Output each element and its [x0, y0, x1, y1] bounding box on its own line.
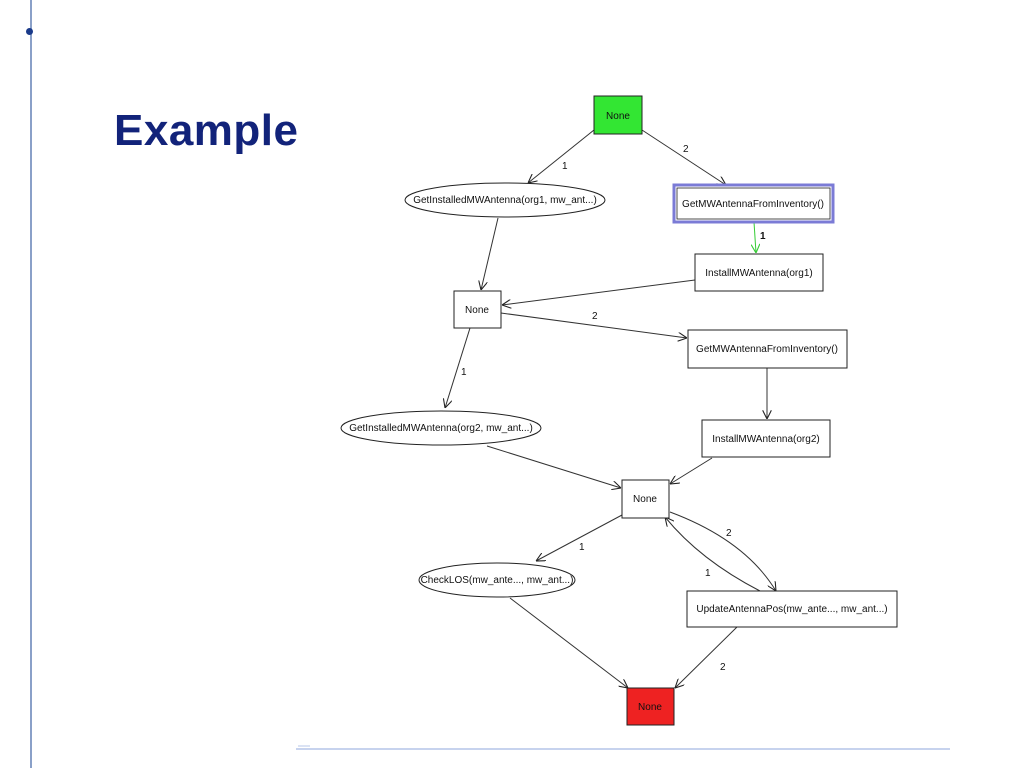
node-inventory-1[interactable]: GetMWAntennaFromInventory(): [672, 183, 835, 224]
node-install-org1-label: InstallMWAntenna(org1): [705, 268, 812, 279]
node-get-installed-org1[interactable]: GetInstalledMWAntenna(org1, mw_ant...): [404, 182, 606, 218]
edge-label-none2-inv2: 2: [592, 311, 598, 322]
node-install-org1[interactable]: InstallMWAntenna(org1): [694, 253, 824, 292]
node-start[interactable]: None: [593, 95, 643, 135]
node-inventory-2[interactable]: GetMWAntennaFromInventory(): [687, 329, 848, 369]
node-none-3-label: None: [633, 494, 657, 505]
edge-inst1-to-none2: [502, 279, 696, 305]
node-start-label: None: [606, 111, 630, 122]
node-get-installed-org1-label: GetInstalledMWAntenna(org1, mw_ant...): [413, 195, 597, 206]
edge-label-start-get1: 1: [562, 161, 568, 172]
edge-inst2-to-none3: [670, 457, 713, 484]
node-inventory-1-label: GetMWAntennaFromInventory(): [682, 199, 824, 210]
edges: [445, 129, 776, 688]
edge-none3-to-update: [669, 511, 776, 591]
edge-label-none2-get2: 1: [461, 367, 467, 378]
node-end[interactable]: None: [626, 687, 675, 726]
edge-get1-to-none2: [481, 217, 499, 290]
left-margin-rule: [30, 0, 32, 768]
edge-label-update-end: 2: [720, 662, 726, 673]
bullet-dot: [26, 28, 33, 35]
edge-labels: 1 2 1 2 1 1 2 1 2: [461, 144, 766, 673]
edge-start-to-get1: [528, 129, 595, 183]
edge-label-none3-check: 1: [579, 542, 585, 553]
edge-none2-to-inv2: [500, 312, 687, 338]
edge-label-none3-update: 2: [726, 528, 732, 539]
node-update-antenna-pos-label: UpdateAntennaPos(mw_ante..., mw_ant...): [696, 604, 887, 615]
edge-label-start-inv1: 2: [683, 144, 689, 155]
node-none-2-label: None: [465, 305, 489, 316]
node-get-installed-org2[interactable]: GetInstalledMWAntenna(org2, mw_ant...): [340, 410, 542, 446]
edge-get2-to-none3: [486, 445, 621, 488]
edge-update-to-none3: [665, 517, 761, 592]
node-check-los[interactable]: CheckLOS(mw_ante..., mw_ant...): [418, 562, 576, 598]
node-end-label: None: [638, 702, 662, 713]
nodes: None GetInstalledMWAntenna(org1, mw_ant.…: [340, 95, 898, 726]
node-install-org2-label: InstallMWAntenna(org2): [712, 434, 819, 445]
node-install-org2[interactable]: InstallMWAntenna(org2): [701, 419, 831, 458]
edge-start-to-inv1: [641, 129, 726, 185]
edge-inv1-to-inst1: [754, 221, 756, 253]
node-update-antenna-pos[interactable]: UpdateAntennaPos(mw_ante..., mw_ant...): [686, 590, 898, 628]
footer-rule-accent: [298, 745, 310, 747]
edge-none3-to-check: [536, 514, 623, 561]
node-get-installed-org2-label: GetInstalledMWAntenna(org2, mw_ant...): [349, 423, 533, 434]
edge-none2-to-get2: [445, 327, 471, 408]
node-inventory-2-label: GetMWAntennaFromInventory(): [696, 344, 838, 355]
edge-label-update-none3: 1: [705, 568, 711, 579]
node-check-los-label: CheckLOS(mw_ante..., mw_ant...): [421, 575, 574, 586]
edge-check-to-end: [509, 597, 628, 688]
edge-label-inv1-inst1: 1: [760, 231, 766, 242]
footer-rule: [296, 748, 950, 750]
node-none-3[interactable]: None: [621, 479, 670, 519]
node-none-2[interactable]: None: [453, 290, 502, 329]
slide-title: Example: [114, 106, 299, 155]
edge-update-to-end: [675, 626, 738, 688]
